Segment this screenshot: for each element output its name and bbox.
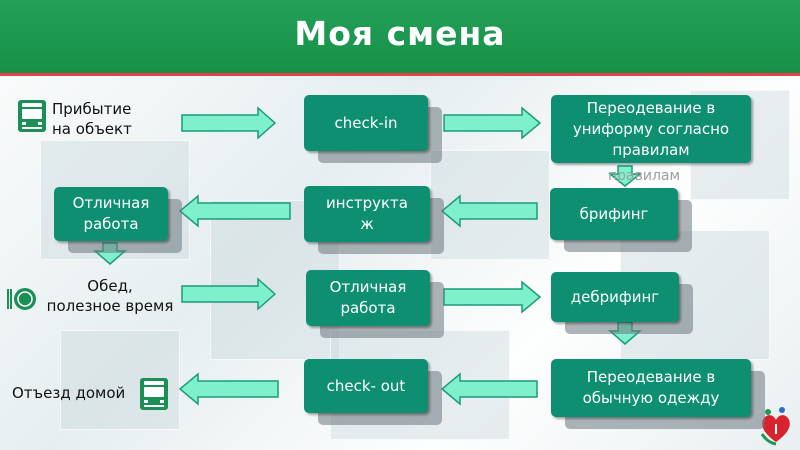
arrow-right-2 xyxy=(443,106,542,140)
instruction-box: инструкта ж xyxy=(304,186,444,254)
check-in-box: check-in xyxy=(304,95,442,163)
arrow-down-1 xyxy=(607,165,643,187)
arrow-left-2 xyxy=(178,194,291,228)
arrow-right-3 xyxy=(181,277,277,311)
departure-label: Отъезд домой xyxy=(12,384,126,402)
change-clothes-box: Переодевание в обычную одежду xyxy=(551,359,765,429)
title-bar: Моя смена xyxy=(0,0,800,76)
lunch-label: Обед, полезное время xyxy=(46,277,174,315)
plate-icon xyxy=(7,288,36,310)
good-work-box-1: Отличная работа xyxy=(54,187,182,253)
check-out-box: check- out xyxy=(304,359,442,425)
bus-icon xyxy=(140,378,168,410)
bus-icon xyxy=(18,100,46,132)
arrow-left-1 xyxy=(440,194,538,228)
briefing-box: брифинг xyxy=(550,188,692,252)
page-title: Моя смена xyxy=(294,14,506,53)
debriefing-box: дебрифинг xyxy=(551,272,693,334)
arrow-right-1 xyxy=(181,106,277,140)
arrow-left-4 xyxy=(178,372,279,406)
good-work-box-2: Отличная работа xyxy=(306,270,444,338)
arrow-right-4 xyxy=(443,280,542,314)
heart-logo-icon xyxy=(760,407,790,446)
arrow-left-3 xyxy=(440,372,538,406)
ghost-text: правилам xyxy=(608,168,681,184)
change-uniform-box: Переодевание в униформу согласно правила… xyxy=(551,95,751,163)
arrival-label: Прибытие на объект xyxy=(52,100,132,138)
